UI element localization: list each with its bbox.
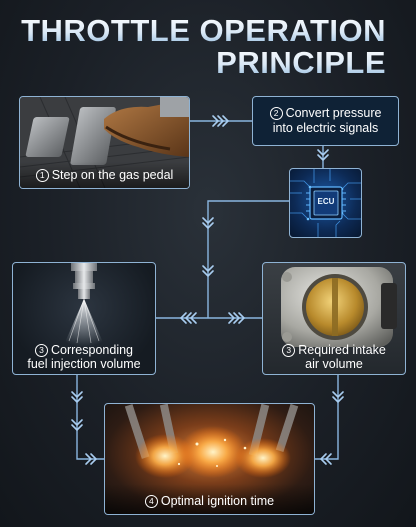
air-line-2: air volume xyxy=(305,357,363,371)
connector-fuel-to-ignition xyxy=(76,373,104,460)
ignition-label: Optimal ignition time xyxy=(160,494,275,508)
ignition-illustration xyxy=(124,404,299,478)
fuel-injector-illustration xyxy=(63,263,105,347)
ecu-chip-label: ECU xyxy=(317,197,335,206)
step-number-3b: 3 xyxy=(282,344,296,357)
pedal-label: Step on the gas pedal xyxy=(51,168,174,182)
fuel-line-1: Corresponding xyxy=(51,343,133,357)
flow-chevrons xyxy=(71,115,344,465)
fuel-line-2: fuel injection volume xyxy=(27,357,141,371)
throttle-body-illustration xyxy=(281,267,397,347)
connector-ecu-down xyxy=(207,200,289,318)
air-line-1: Required intake xyxy=(298,343,386,357)
ecu-box: ECU xyxy=(289,168,362,238)
title-line-1: THROTTLE OPERATION xyxy=(21,13,386,48)
step-number-4: 4 xyxy=(144,495,158,508)
title-line-2: PRINCIPLE xyxy=(216,45,386,80)
connector-air-to-ignition xyxy=(313,373,339,460)
convert-line-1: Convert pressure xyxy=(285,106,382,120)
convert-line-2: into electric signals xyxy=(272,121,379,135)
step-number-3a: 3 xyxy=(35,344,48,357)
step-number-1: 1 xyxy=(35,169,49,182)
step-number-2: 2 xyxy=(269,107,283,120)
ecu-circuit-illustration xyxy=(290,169,361,237)
